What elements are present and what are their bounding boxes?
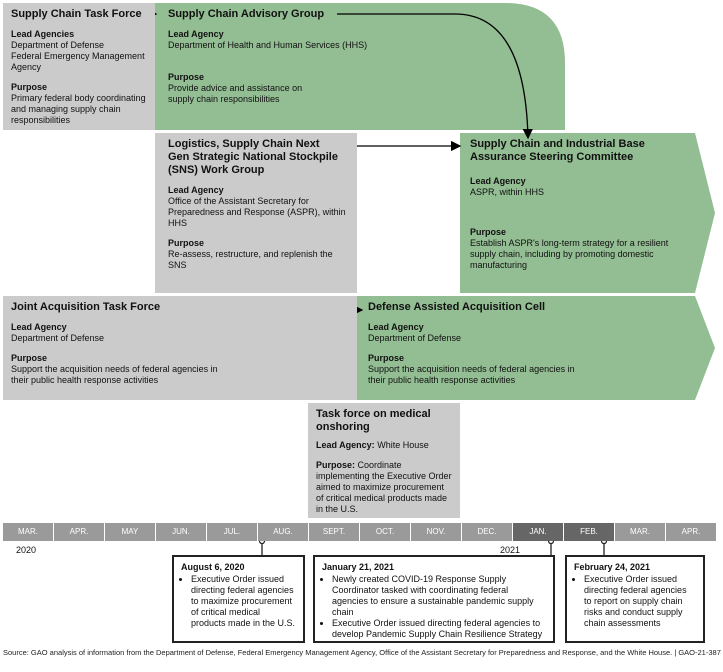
- purpose-text: Establish ASPR's long-term strategy for …: [470, 238, 669, 270]
- lead-text: Department of Defense: [11, 333, 105, 343]
- box-title: Supply Chain Task Force: [11, 8, 142, 20]
- timeline-month: NOV.: [411, 523, 461, 541]
- box-title: Task force on medical onshoring: [316, 408, 431, 433]
- joint-acquisition-box: Joint Acquisition Task Force Lead Agency…: [3, 296, 357, 400]
- event-callout: August 6, 2020 Executive Order issued di…: [172, 555, 305, 643]
- purpose-label: Purpose: [470, 227, 507, 237]
- purpose-label: Purpose: [168, 72, 205, 82]
- steering-box: Supply Chain and Industrial Base Assuran…: [462, 133, 687, 293]
- purpose-text: Support the acquisition needs of federal…: [11, 364, 218, 385]
- event-item: Executive Order issued directing federal…: [332, 618, 546, 640]
- purpose-label: Purpose: [168, 238, 205, 248]
- lead-label: Lead Agency: [168, 29, 224, 39]
- event-item: Newly created COVID-19 Response Supply C…: [332, 574, 546, 618]
- timeline-month: APR.: [666, 523, 716, 541]
- lead-label: Lead Agency: [168, 185, 224, 195]
- event-callout: January 21, 2021 Newly created COVID-19 …: [313, 555, 555, 643]
- timeline-month: JAN.: [513, 523, 563, 541]
- purpose-text: Provide advice and assistance on supply …: [168, 83, 303, 104]
- event-date: January 21, 2021: [322, 562, 395, 572]
- advisory-shape: [155, 3, 565, 130]
- timeline-month: OCT.: [360, 523, 410, 541]
- lead-label: Lead Agency:: [316, 440, 375, 450]
- event-callout: February 24, 2021 Executive Order issued…: [565, 555, 705, 643]
- lead-label: Lead Agency: [368, 322, 424, 332]
- lead-text: White House: [377, 440, 429, 450]
- event-connectors: [258, 537, 608, 556]
- event-item: Executive Order issued directing federal…: [584, 574, 696, 629]
- defense-shape: [357, 296, 715, 400]
- event-item: Executive Order issued directing federal…: [191, 574, 296, 629]
- defense-cell-box: Defense Assisted Acquisition Cell Lead A…: [360, 296, 690, 400]
- timeline-month: MAR.: [3, 523, 53, 541]
- timeline-month: AUG.: [258, 523, 308, 541]
- onshoring-box: Task force on medical onshoring Lead Age…: [308, 403, 460, 518]
- lead-label: Lead Agency: [470, 176, 526, 186]
- lead-text: Office of the Assistant Secretary for Pr…: [168, 196, 346, 228]
- purpose-text: Re-assess, restructure, and replenish th…: [168, 249, 333, 270]
- timeline-month: SEPT.: [309, 523, 359, 541]
- event-date: February 24, 2021: [574, 562, 651, 572]
- lead-label: Lead Agency: [11, 322, 67, 332]
- purpose-text: Support the acquisition needs of federal…: [368, 364, 575, 385]
- box-title: Supply Chain and Industrial Base Assuran…: [470, 138, 645, 163]
- timeline-month: JUL.: [207, 523, 257, 541]
- logistics-box: Logistics, Supply Chain Next Gen Strateg…: [155, 133, 357, 293]
- year-label: 2020: [16, 545, 37, 555]
- timeline-month: MAR.: [615, 523, 665, 541]
- timeline-month: DEC.: [462, 523, 512, 541]
- source-note: Source: GAO analysis of information from…: [3, 648, 721, 657]
- box-title: Joint Acquisition Task Force: [11, 301, 161, 313]
- event-date: August 6, 2020: [181, 562, 245, 572]
- lead-text: Department of Health and Human Services …: [168, 40, 368, 50]
- lead-text: Department of Defense Federal Emergency …: [11, 40, 145, 72]
- timeline-month: JUN.: [156, 523, 206, 541]
- timeline-month: APR.: [54, 523, 104, 541]
- timeline-month: FEB.: [564, 523, 614, 541]
- purpose-label: Purpose: [11, 82, 48, 92]
- lead-label: Lead Agencies: [11, 29, 75, 39]
- lead-text: ASPR, within HHS: [470, 187, 545, 197]
- timeline-month: MAY: [105, 523, 155, 541]
- purpose-label: Purpose: [368, 353, 405, 363]
- purpose-label: Purpose:: [316, 460, 356, 470]
- box-title: Defense Assisted Acquisition Cell: [368, 301, 546, 313]
- box-title: Logistics, Supply Chain Next Gen Strateg…: [168, 138, 338, 176]
- purpose-text: Primary federal body coordinating and ma…: [11, 93, 146, 125]
- year-label: 2021: [500, 545, 521, 555]
- lead-text: Department of Defense: [368, 333, 462, 343]
- box-title: Supply Chain Advisory Group: [168, 8, 325, 20]
- purpose-label: Purpose: [11, 353, 48, 363]
- purpose-text: Coordinate implementing the Executive Or…: [316, 460, 452, 514]
- steering-shape: [460, 133, 715, 293]
- arrow-advisory-to-steering: [337, 13, 533, 140]
